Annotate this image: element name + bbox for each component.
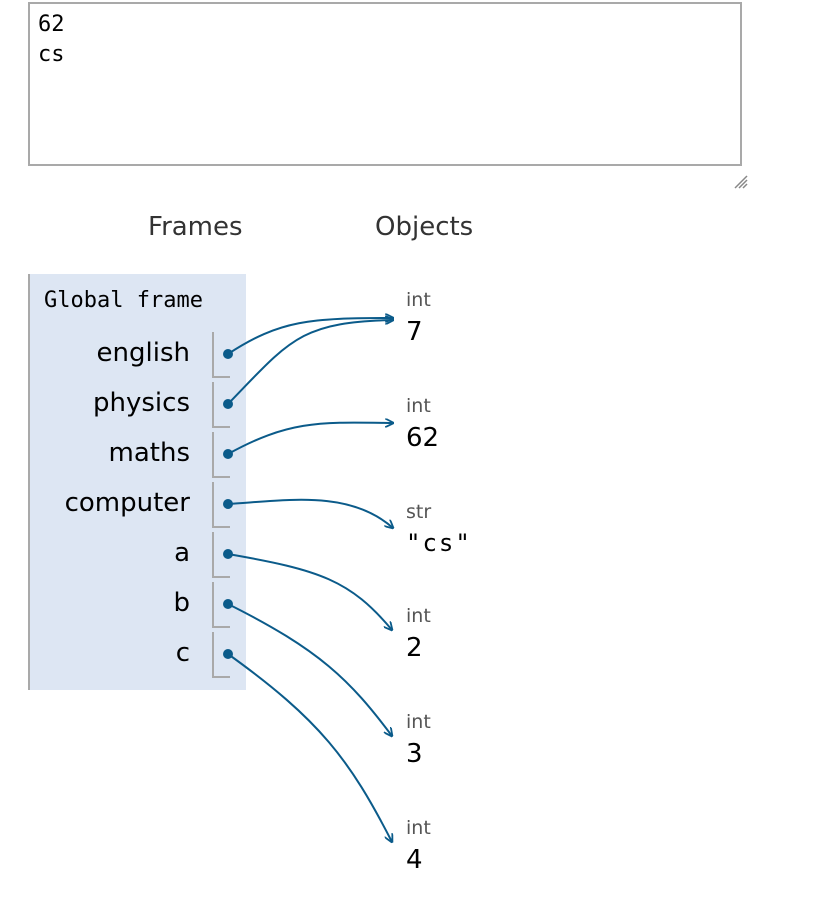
var-slot-physics	[212, 382, 230, 428]
resize-grip-icon[interactable]	[731, 172, 749, 190]
var-name-a: a	[174, 538, 190, 568]
arrow-english	[227, 318, 393, 355]
arrow-b	[227, 603, 392, 736]
output-line-2: cs	[38, 42, 65, 67]
program-output-textarea[interactable]: 62 cs	[28, 2, 742, 166]
var-slot-computer	[212, 482, 230, 528]
var-name-b: b	[173, 588, 190, 618]
object-type-5: int	[406, 817, 431, 839]
object-type-1: int	[406, 395, 431, 417]
object-value-1: 62	[406, 423, 440, 453]
object-type-3: int	[406, 605, 431, 627]
var-slot-a	[212, 532, 230, 578]
var-slot-c	[212, 632, 230, 678]
output-line-1: 62	[38, 12, 65, 37]
arrow-c	[227, 653, 392, 842]
object-type-2: str	[406, 501, 432, 523]
frames-header: Frames	[148, 212, 243, 242]
object-value-2: "cs"	[406, 529, 472, 557]
frame-title: Global frame	[44, 288, 203, 313]
arrow-computer	[227, 498, 393, 528]
object-type-0: int	[406, 289, 431, 311]
arrow-physics	[227, 320, 393, 405]
object-value-3: 2	[406, 633, 423, 663]
var-name-maths: maths	[108, 438, 190, 468]
var-name-c: c	[175, 638, 190, 668]
global-frame: Global frame english physics maths compu…	[28, 274, 246, 690]
objects-header: Objects	[375, 212, 474, 242]
var-name-english: english	[96, 338, 190, 368]
var-slot-english	[212, 332, 230, 378]
var-slot-b	[212, 582, 230, 628]
object-type-4: int	[406, 711, 431, 733]
arrow-maths	[227, 423, 393, 455]
arrow-a	[227, 553, 392, 630]
var-slot-maths	[212, 432, 230, 478]
object-value-5: 4	[406, 845, 423, 875]
var-name-computer: computer	[64, 488, 190, 518]
var-name-physics: physics	[93, 388, 190, 418]
object-value-0: 7	[406, 317, 423, 347]
object-value-4: 3	[406, 739, 423, 769]
